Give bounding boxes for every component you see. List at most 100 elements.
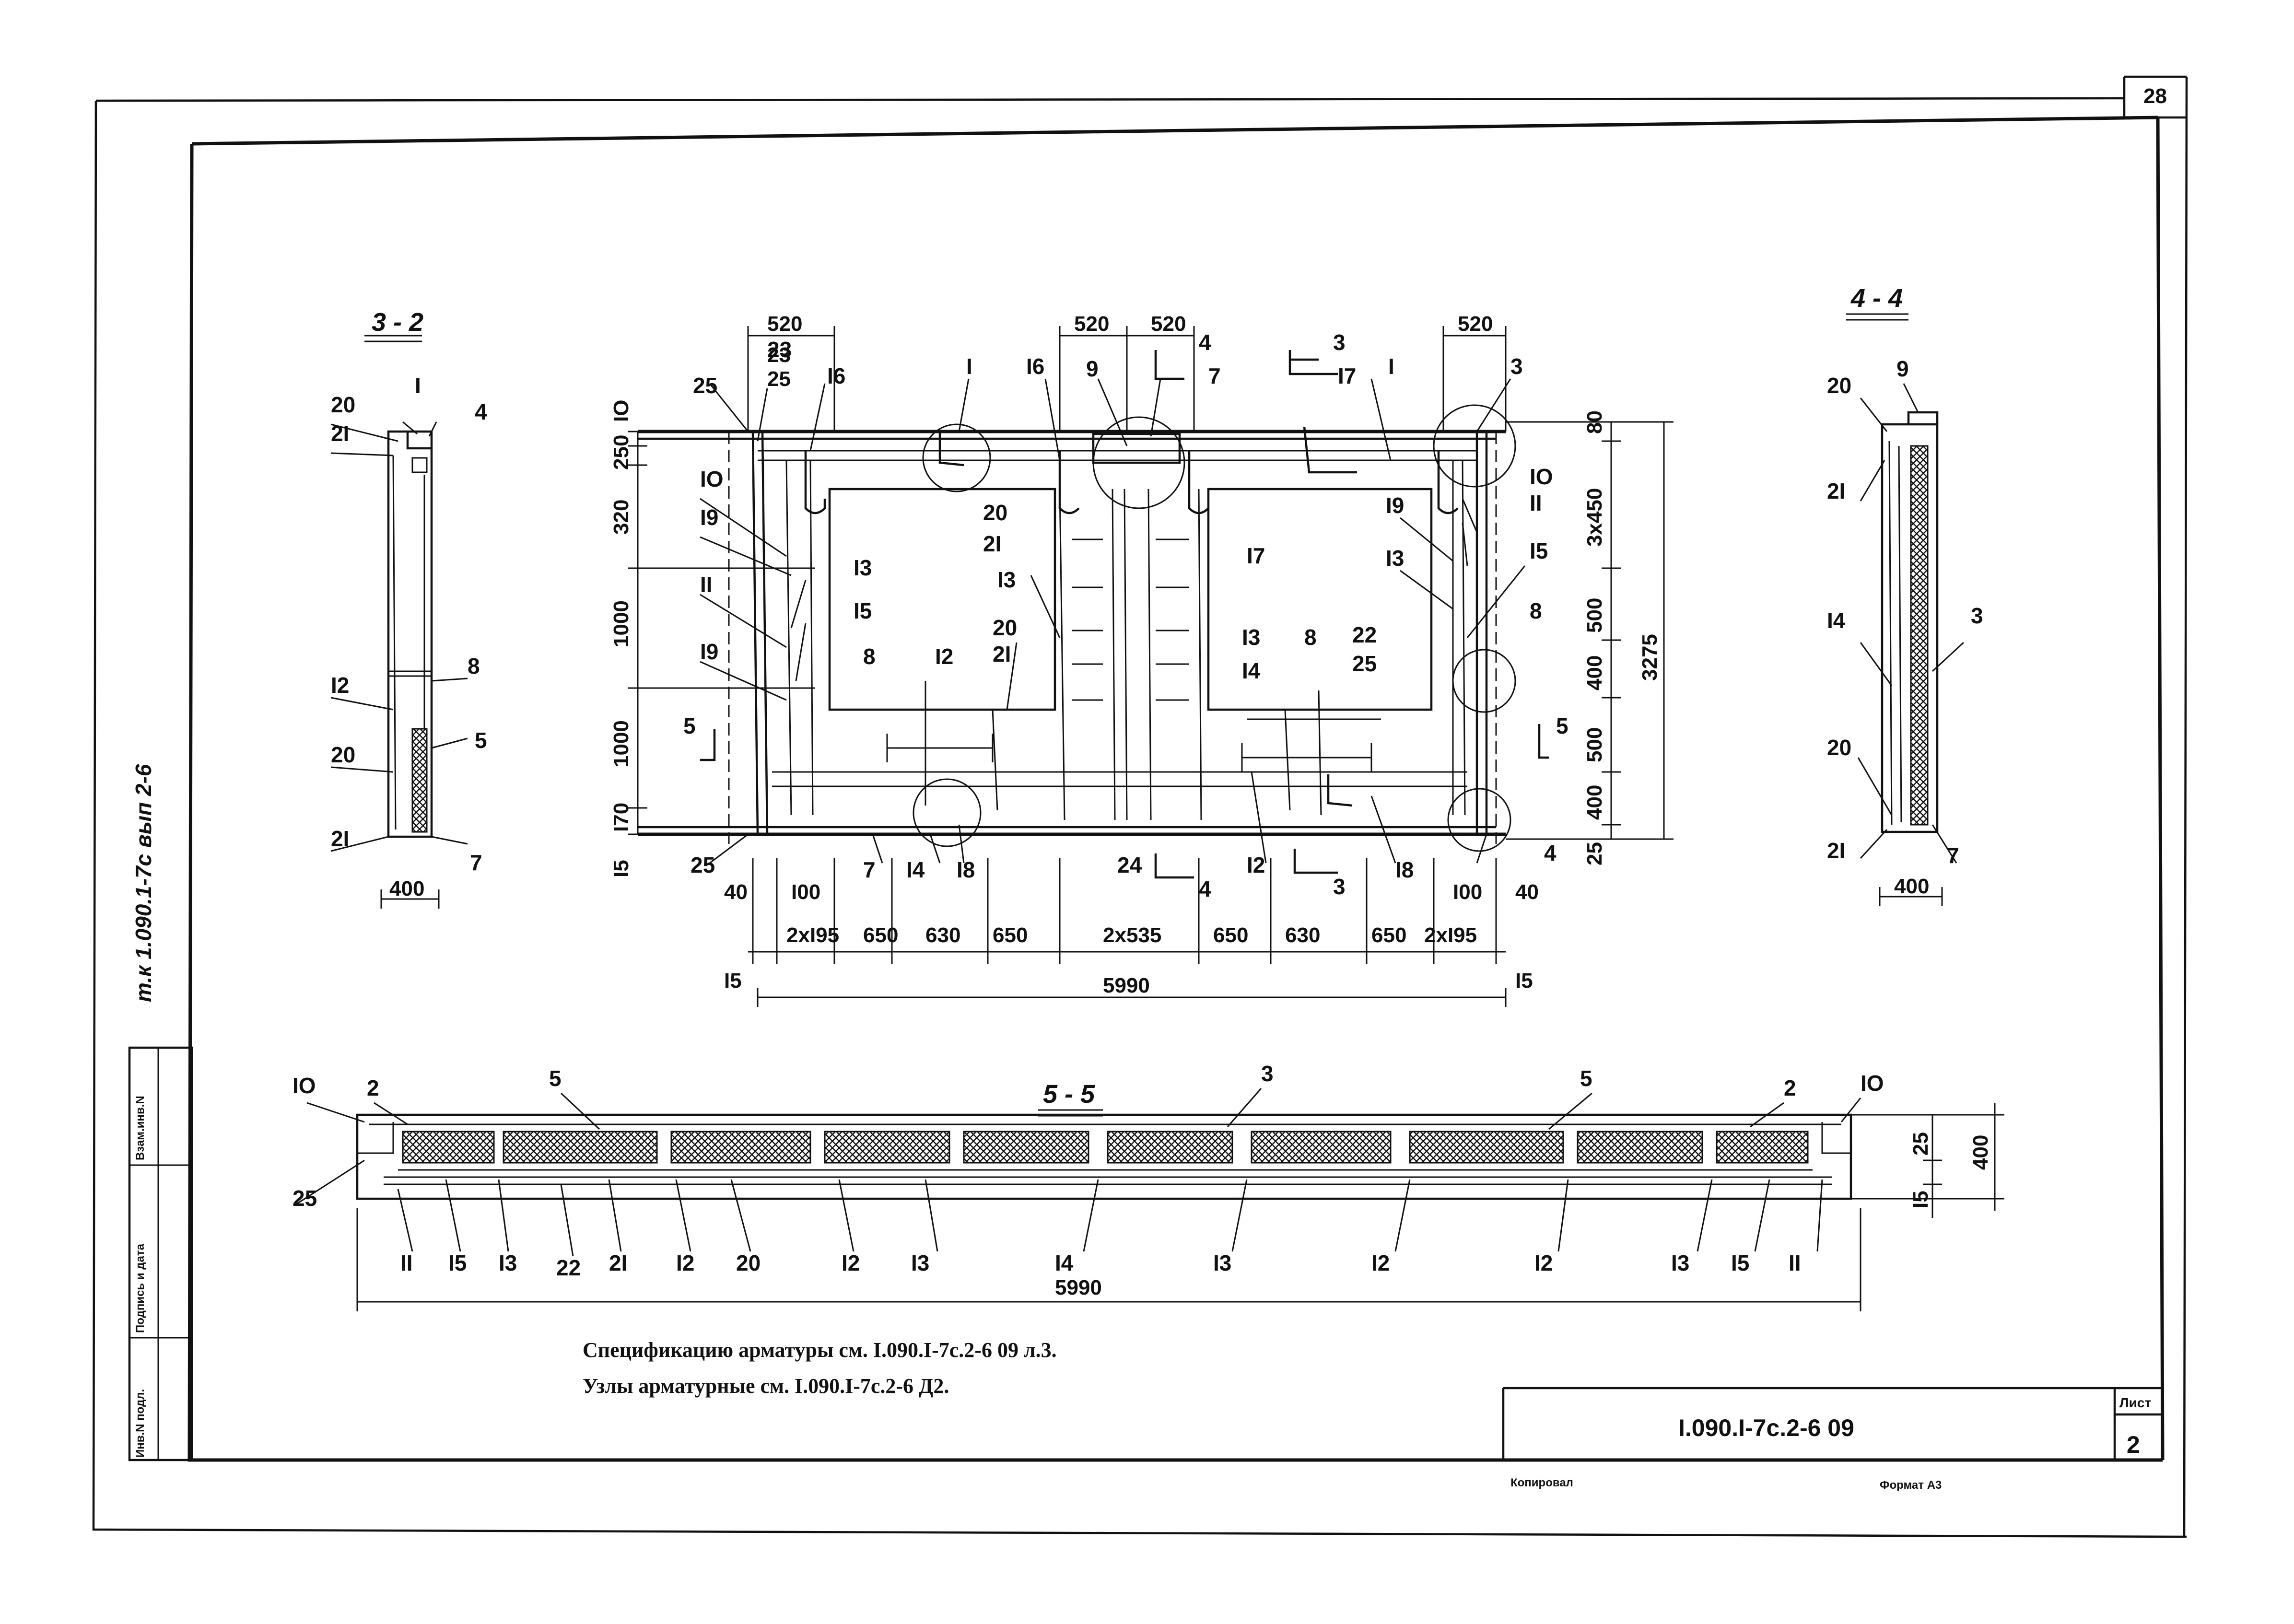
sheet-frame [92,75,2188,1538]
fv-callout-7-top: 7 [1208,363,1221,388]
bottom-dim-40-right: 40 [1515,880,1539,904]
s55-bottom-13-a: I3 [499,1250,517,1275]
fv-callout-3: 3 [1510,354,1523,379]
fv-callout-17-top: I7 [1338,363,1356,388]
cut-mark-4-bottom: 4 [1199,876,1211,901]
fv-callout-15-right: I5 [1530,538,1548,563]
note-line-1: Спецификацию арматуры см. I.090.I-7c.2-6… [583,1338,1057,1362]
bottom-dim-100-left: I00 [791,880,820,904]
right-dim-3x450: 3x450 [1583,488,1606,547]
s55-bottom-13-c: I3 [1213,1250,1231,1275]
side-column-1: Инв.N подл. [134,1389,147,1458]
top-dim-520-a: 520 [767,312,802,336]
page-number: 28 [2143,84,2167,108]
s55-callout-2-right: 2 [1784,1075,1796,1100]
s32-callout-5: 5 [475,728,487,753]
s55-bottom-14: I4 [1055,1250,1074,1275]
side-stamp: т.к 1.090.1-7с вып 2-6 [131,764,156,1002]
section-4-4-width: 400 [1894,875,1929,898]
s55-bottom-12-c: I2 [1371,1250,1390,1275]
left-dim-10: IO [609,400,633,422]
bottom-dim-100-right: I00 [1453,880,1482,904]
fv-callout-13-left: I3 [854,555,872,580]
left-dim-1000-a: 1000 [609,600,633,647]
bottom-dim-40-left: 40 [724,880,748,904]
bottom-dim-650-c: 650 [1213,923,1248,947]
fv-callout-16-mid: I6 [1026,354,1044,379]
s55-bottom-11-right: II [1789,1250,1801,1275]
right-dim-25: 25 [1583,842,1606,865]
top-dim-520-c: 520 [1151,312,1186,336]
fv-callout-13-mid: I3 [997,567,1016,592]
left-dim-170: I70 [609,803,633,832]
s32-callout-1: I [415,373,421,398]
s55-bottom-15-right: I5 [1731,1250,1749,1275]
s44-callout-9: 9 [1896,356,1909,381]
fv-callout-18-left: I8 [957,857,975,882]
cut-mark-5-left: 5 [683,713,696,738]
s32-callout-8: 8 [468,654,480,678]
hatch-panel-1 [402,1131,495,1164]
fv-callout-23: 23 [767,337,792,362]
bottom-dim-2x195-right: 2xI95 [1424,923,1477,947]
s44-callout-20-top: 20 [1827,373,1851,398]
hatch-panel-2 [503,1131,658,1164]
cut-mark-4-top: 4 [1199,330,1211,355]
s55-length-5990: 5990 [1055,1276,1102,1299]
fv-callout-11-left: II [700,572,713,597]
cut-mark-3-top: 3 [1333,330,1346,355]
s44-callout-20-bottom: 20 [1827,735,1851,760]
fv-callout-25-top: 25 [693,373,717,398]
s55-bottom-21: 2I [609,1250,627,1275]
s55-bottom-13-b: I3 [911,1250,929,1275]
right-top-dim-520: 520 [1458,312,1493,336]
hatch-panel-4 [824,1131,950,1164]
s32-callout-7: 7 [470,850,482,875]
section-3-2-title: 3 - 2 [372,308,423,337]
right-dim-80: 80 [1583,410,1606,434]
section-4-4: 4 - 4 400 9 20 2I 3 I4 20 2I 7 [1827,284,1983,906]
s55-callout-10-left: IO [293,1073,316,1098]
right-dim-500-b: 500 [1583,727,1606,762]
fv-callout-8-mid: 8 [1304,625,1317,650]
fv-callout-I-b: I [1388,354,1394,379]
fv-callout-13-far-right: I3 [1386,546,1404,571]
fv-callout-12-bottom: I2 [1247,853,1265,877]
fv-callout-17-mid: I7 [1247,543,1265,568]
left-dim-250: 250 [609,435,633,470]
s55-bottom-15-left: I5 [448,1250,467,1275]
s44-callout-21-top: 2I [1827,479,1845,503]
edge-dim-15-left: I5 [724,969,742,993]
s44-callout-7: 7 [1947,843,1959,868]
s55-callout-25: 25 [293,1186,317,1211]
hatch-panel-9 [1577,1131,1703,1164]
s32-callout-21-top: 2I [331,421,349,446]
bottom-dim-630-b: 630 [1285,923,1320,947]
s44-callout-21-bottom: 2I [1827,838,1845,863]
s32-callout-4: 4 [475,399,487,424]
fv-callout-10-right: IO [1530,464,1553,489]
fv-callout-19-a: I9 [700,505,718,530]
bottom-dim-2x195-left: 2xI95 [786,923,839,947]
s55-bottom-22: 22 [556,1255,581,1280]
fv-callout-25-bottom: 25 [691,853,715,877]
s55-dim-15: I5 [1909,1191,1932,1208]
fv-callout-8-left: 8 [863,644,876,669]
top-dim-25: 25 [767,367,791,391]
footer-copied: Копировал [1510,1476,1573,1489]
fv-callout-20-a: 20 [983,500,1007,525]
bottom-dim-650-d: 650 [1371,923,1406,947]
s32-callout-20-top: 20 [331,392,355,417]
right-dim-400-b: 400 [1583,785,1606,820]
fv-callout-15-left: I5 [854,598,872,623]
fv-callout-4: 4 [1544,841,1557,865]
s44-callout-14: I4 [1827,608,1846,633]
note-line-2: Узлы арматурные см. I.090.I-7c.2-6 Д2. [583,1374,949,1398]
fv-callout-21-a: 2I [983,531,1001,556]
fv-callout-10-left: IO [700,467,724,491]
bottom-dim-650-b: 650 [993,923,1028,947]
s55-callout-3: 3 [1261,1061,1274,1086]
fv-callout-19-right: I9 [1386,493,1404,518]
s55-dim-25: 25 [1909,1132,1932,1156]
